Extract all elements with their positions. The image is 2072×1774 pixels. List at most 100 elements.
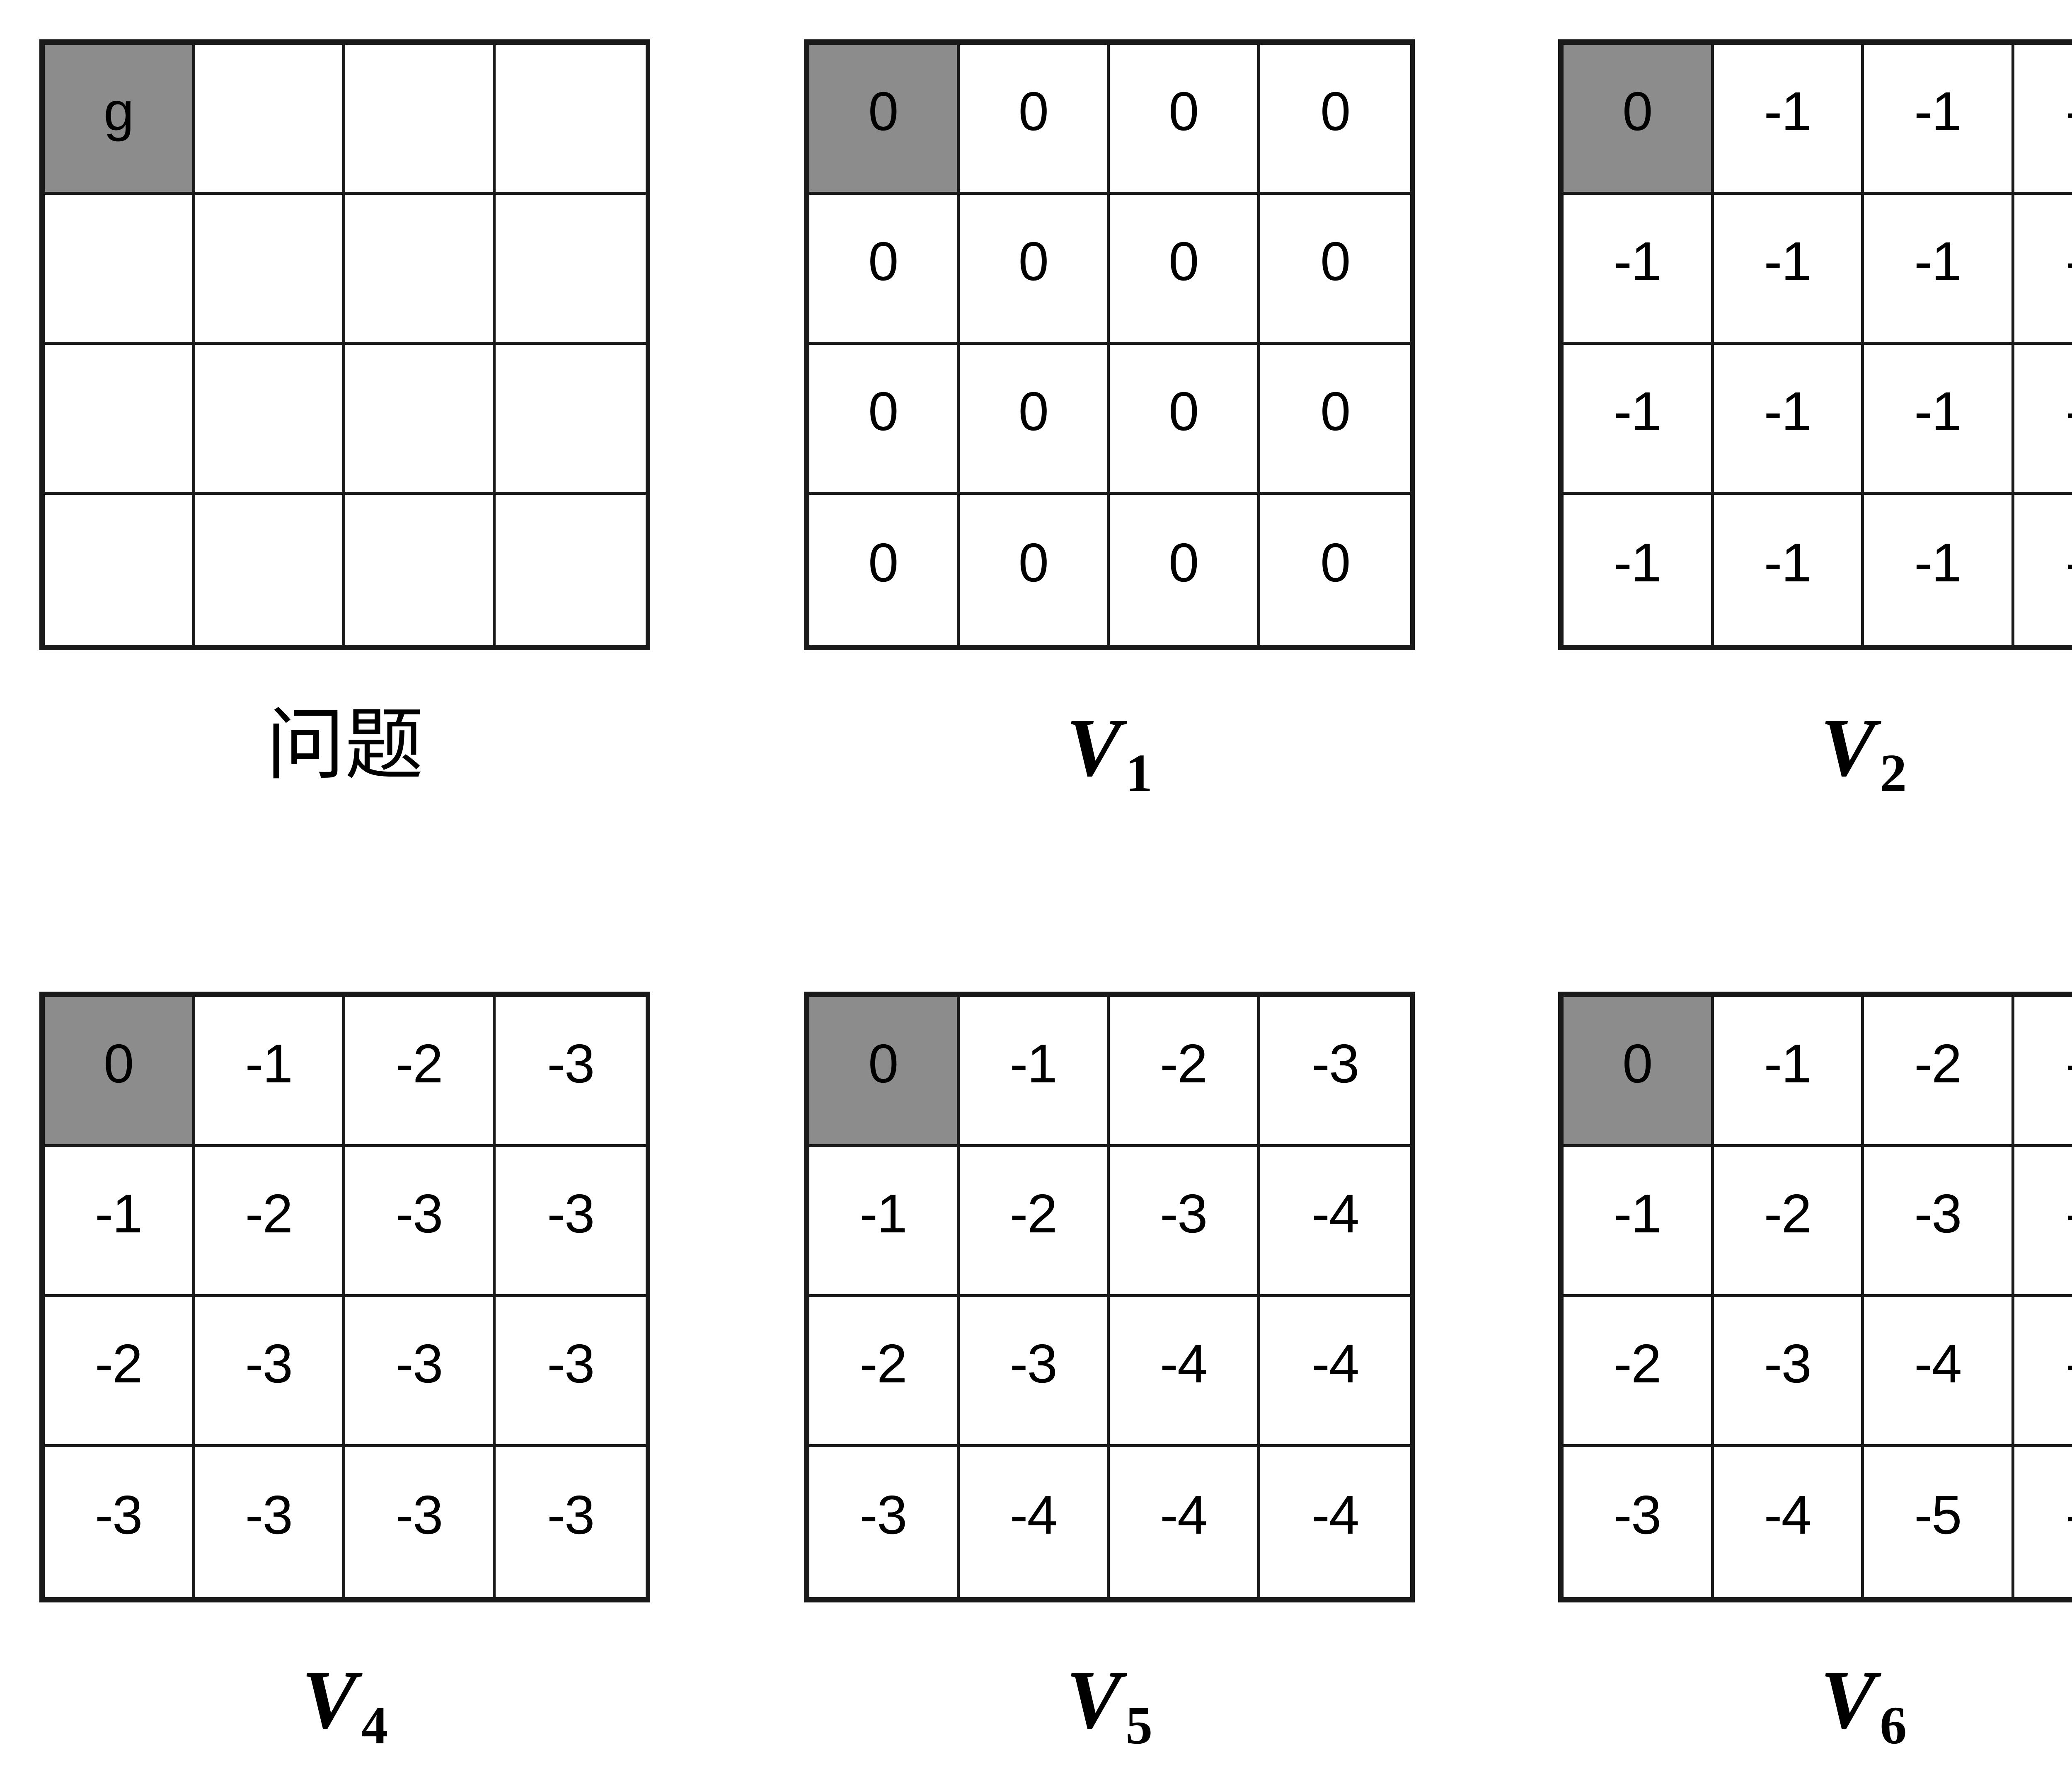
grid-cell[interactable]: 0 bbox=[45, 997, 195, 1147]
grid-cell[interactable]: -5 bbox=[2014, 1297, 2072, 1447]
grid-cell[interactable]: -3 bbox=[495, 1447, 646, 1597]
grid-cell[interactable]: -3 bbox=[1110, 1147, 1260, 1297]
grid-cell[interactable] bbox=[495, 45, 646, 195]
grid-cell[interactable]: -3 bbox=[959, 1297, 1110, 1447]
grid-cell[interactable]: -1 bbox=[1714, 495, 1864, 645]
grid-cell[interactable] bbox=[345, 495, 496, 645]
grid-cell[interactable]: -2 bbox=[45, 1297, 195, 1447]
grid-cell[interactable] bbox=[495, 195, 646, 345]
grid-cell[interactable]: -1 bbox=[1564, 495, 1714, 645]
grid-cell[interactable]: 0 bbox=[1260, 345, 1410, 495]
grid-cell[interactable]: -1 bbox=[1864, 345, 2014, 495]
grid-cell[interactable]: -1 bbox=[1564, 345, 1714, 495]
grid-cell[interactable]: -3 bbox=[1260, 997, 1410, 1147]
board-caption: V2 bbox=[1558, 707, 2072, 801]
grid-cell[interactable]: -1 bbox=[45, 1147, 195, 1297]
grid-cell[interactable]: -4 bbox=[1714, 1447, 1864, 1597]
grid-cell[interactable]: 0 bbox=[1564, 997, 1714, 1147]
grid-cell[interactable]: 0 bbox=[809, 45, 960, 195]
grid-cell[interactable]: 0 bbox=[1110, 495, 1260, 645]
grid-cell[interactable]: -3 bbox=[1714, 1297, 1864, 1447]
grid-cell[interactable]: -1 bbox=[2014, 345, 2072, 495]
grid-cell[interactable]: -1 bbox=[959, 997, 1110, 1147]
grid-cell[interactable]: 0 bbox=[959, 345, 1110, 495]
grid-cell[interactable] bbox=[195, 195, 345, 345]
grid-cell[interactable]: 0 bbox=[1110, 195, 1260, 345]
grid-cell[interactable] bbox=[45, 345, 195, 495]
grid-cell[interactable]: -2 bbox=[809, 1297, 960, 1447]
grid-cell[interactable]: -3 bbox=[1564, 1447, 1714, 1597]
grid-cell[interactable] bbox=[345, 45, 496, 195]
grid-cell[interactable]: -2 bbox=[1110, 997, 1260, 1147]
grid-cell[interactable]: 0 bbox=[959, 195, 1110, 345]
grid-cell[interactable]: -3 bbox=[2014, 997, 2072, 1147]
grid-cell[interactable] bbox=[495, 495, 646, 645]
grid-cell[interactable]: 0 bbox=[1110, 345, 1260, 495]
grid-cell[interactable]: 0 bbox=[809, 345, 960, 495]
grid-cell[interactable]: 0 bbox=[1260, 45, 1410, 195]
grid-cell[interactable]: -1 bbox=[1714, 45, 1864, 195]
grid-cell[interactable] bbox=[195, 495, 345, 645]
grid-cell[interactable] bbox=[195, 45, 345, 195]
grid-cell[interactable]: -1 bbox=[1714, 195, 1864, 345]
grid-cell[interactable]: -3 bbox=[45, 1447, 195, 1597]
grid-cell[interactable]: -2 bbox=[959, 1147, 1110, 1297]
grid-cell[interactable]: -4 bbox=[1260, 1297, 1410, 1447]
grid-cell[interactable]: -1 bbox=[809, 1147, 960, 1297]
grid-cell[interactable]: 0 bbox=[1260, 195, 1410, 345]
grid-cell[interactable]: g bbox=[45, 45, 195, 195]
grid-cell[interactable]: -1 bbox=[1714, 345, 1864, 495]
grid-cell[interactable]: -2 bbox=[1864, 997, 2014, 1147]
grid-cell[interactable]: -3 bbox=[495, 1147, 646, 1297]
grid-cell[interactable]: 0 bbox=[1110, 45, 1260, 195]
grid-cell[interactable] bbox=[345, 195, 496, 345]
grid-cell[interactable]: -1 bbox=[195, 997, 345, 1147]
value-grid: 0 -1 -2 -3 -1 -2 -3 -4 -2 -3 -4 -5 -3 -4… bbox=[1558, 992, 2072, 1602]
board-caption: V4 bbox=[39, 1659, 650, 1753]
grid-cell[interactable]: -3 bbox=[495, 1297, 646, 1447]
grid-cell[interactable] bbox=[45, 495, 195, 645]
grid-cell[interactable]: -4 bbox=[1260, 1147, 1410, 1297]
grid-cell[interactable]: 0 bbox=[1564, 45, 1714, 195]
grid-cell[interactable]: 0 bbox=[1260, 495, 1410, 645]
grid-cell[interactable]: 0 bbox=[959, 45, 1110, 195]
grid-cell[interactable]: -3 bbox=[809, 1447, 960, 1597]
grid-cell[interactable] bbox=[45, 195, 195, 345]
grid-cell[interactable]: -1 bbox=[1864, 195, 2014, 345]
grid-cell[interactable]: -3 bbox=[345, 1147, 496, 1297]
grid-cell[interactable]: -1 bbox=[2014, 45, 2072, 195]
grid-cell[interactable]: -4 bbox=[2014, 1147, 2072, 1297]
grid-cell[interactable]: -5 bbox=[2014, 1447, 2072, 1597]
grid-cell[interactable]: -4 bbox=[1110, 1297, 1260, 1447]
grid-cell[interactable]: 0 bbox=[959, 495, 1110, 645]
board-v4: 0 -1 -2 -3 -1 -2 -3 -3 -2 -3 -3 -3 -3 -3… bbox=[39, 992, 650, 1752]
grid-cell[interactable]: -4 bbox=[959, 1447, 1110, 1597]
grid-cell[interactable]: -3 bbox=[345, 1447, 496, 1597]
grid-cell[interactable]: -2 bbox=[1564, 1297, 1714, 1447]
grid-cell[interactable] bbox=[195, 345, 345, 495]
grid-cell[interactable]: -1 bbox=[1564, 1147, 1714, 1297]
grid-cell[interactable]: -1 bbox=[1864, 495, 2014, 645]
grid-cell[interactable]: 0 bbox=[809, 997, 960, 1147]
grid-cell[interactable]: -2 bbox=[195, 1147, 345, 1297]
grid-cell[interactable] bbox=[495, 345, 646, 495]
grid-cell[interactable]: 0 bbox=[809, 495, 960, 645]
grid-cell[interactable]: -5 bbox=[1864, 1447, 2014, 1597]
grid-cell[interactable]: -1 bbox=[1564, 195, 1714, 345]
grid-cell[interactable]: -3 bbox=[495, 997, 646, 1147]
grid-cell[interactable]: -2 bbox=[1714, 1147, 1864, 1297]
grid-cell[interactable]: -1 bbox=[1864, 45, 2014, 195]
grid-cell[interactable] bbox=[345, 345, 496, 495]
grid-cell[interactable]: -2 bbox=[345, 997, 496, 1147]
grid-cell[interactable]: -4 bbox=[1864, 1297, 2014, 1447]
grid-cell[interactable]: -1 bbox=[2014, 195, 2072, 345]
grid-cell[interactable]: -3 bbox=[1864, 1147, 2014, 1297]
grid-cell[interactable]: -4 bbox=[1110, 1447, 1260, 1597]
grid-cell[interactable]: -3 bbox=[195, 1297, 345, 1447]
grid-cell[interactable]: -3 bbox=[345, 1297, 496, 1447]
grid-cell[interactable]: -3 bbox=[195, 1447, 345, 1597]
grid-cell[interactable]: -4 bbox=[1260, 1447, 1410, 1597]
grid-cell[interactable]: -1 bbox=[2014, 495, 2072, 645]
grid-cell[interactable]: -1 bbox=[1714, 997, 1864, 1147]
grid-cell[interactable]: 0 bbox=[809, 195, 960, 345]
